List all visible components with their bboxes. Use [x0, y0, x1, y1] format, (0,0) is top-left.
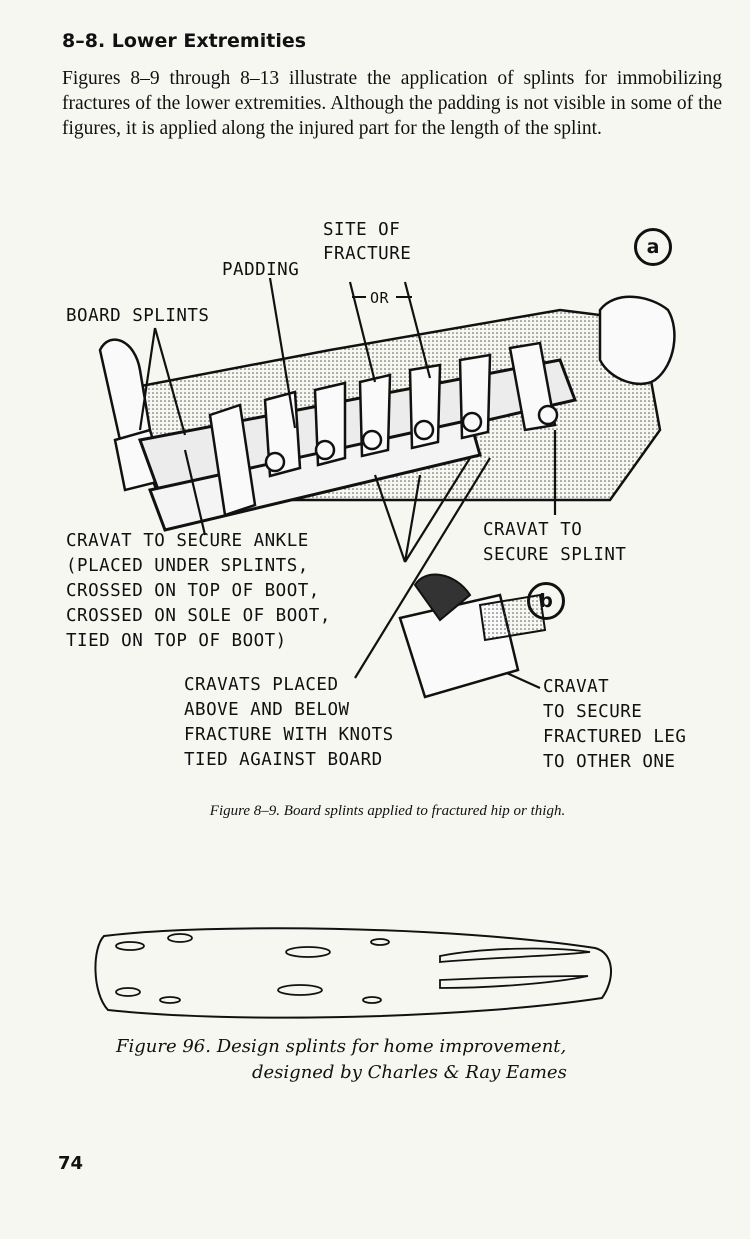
label-cravat-leg-3: FRACTURED LEG [543, 727, 687, 747]
handwritten-note-1: Figure 96. Design splints for home impro… [116, 1036, 567, 1057]
label-or: OR [370, 289, 390, 307]
label-cravat-ankle-5: TIED ON TOP OF BOOT) [66, 631, 287, 651]
label-cravat-ankle-1: CRAVAT TO SECURE ANKLE [66, 531, 309, 551]
label-cravat-leg-2: TO SECURE [543, 702, 643, 722]
label-cravat-ankle-2: (PLACED UNDER SPLINTS, [66, 556, 309, 576]
figure-caption: Figure 8–9. Board splints applied to fra… [209, 803, 566, 819]
label-site-of-fracture-1: SITE OF [323, 220, 401, 240]
inset-boots [413, 573, 472, 622]
label-cravat-leg-1: CRAVAT [543, 677, 610, 697]
eames-splint-sketch [94, 927, 613, 1019]
patient-head [598, 295, 676, 386]
label-cravat-splint-1: CRAVAT TO [483, 520, 583, 540]
handwritten-note-2: designed by Charles & Ray Eames [252, 1062, 567, 1083]
label-padding: PADDING [222, 260, 300, 280]
intro-paragraph: Figures 8–9 through 8–13 illustrate the … [62, 68, 722, 139]
label-cravat-leg-4: TO OTHER ONE [543, 752, 676, 772]
page-number: 74 [58, 1153, 84, 1174]
leader-lines [138, 277, 557, 690]
panel-a-marker: a [634, 228, 672, 266]
label-cravat-ankle-3: CROSSED ON TOP OF BOOT, [66, 581, 320, 601]
label-cravats-placed-2: ABOVE AND BELOW [184, 700, 350, 720]
label-cravat-splint-2: SECURE SPLINT [483, 545, 627, 565]
panel-b-marker: b [527, 582, 565, 620]
label-cravats-placed-4: TIED AGAINST BOARD [184, 750, 383, 770]
splint-illustration [98, 277, 676, 699]
cravat-knots [264, 404, 559, 473]
label-cravats-placed-1: CRAVATS PLACED [184, 675, 339, 695]
label-cravat-ankle-4: CROSSED ON SOLE OF BOOT, [66, 606, 331, 626]
section-heading: 8–8. Lower Extremities [62, 30, 307, 52]
label-board-splints: BOARD SPLINTS [66, 306, 210, 326]
label-site-of-fracture-2: FRACTURE [323, 244, 412, 264]
label-cravats-placed-3: FRACTURE WITH KNOTS [184, 725, 394, 745]
boot-left [98, 338, 152, 442]
